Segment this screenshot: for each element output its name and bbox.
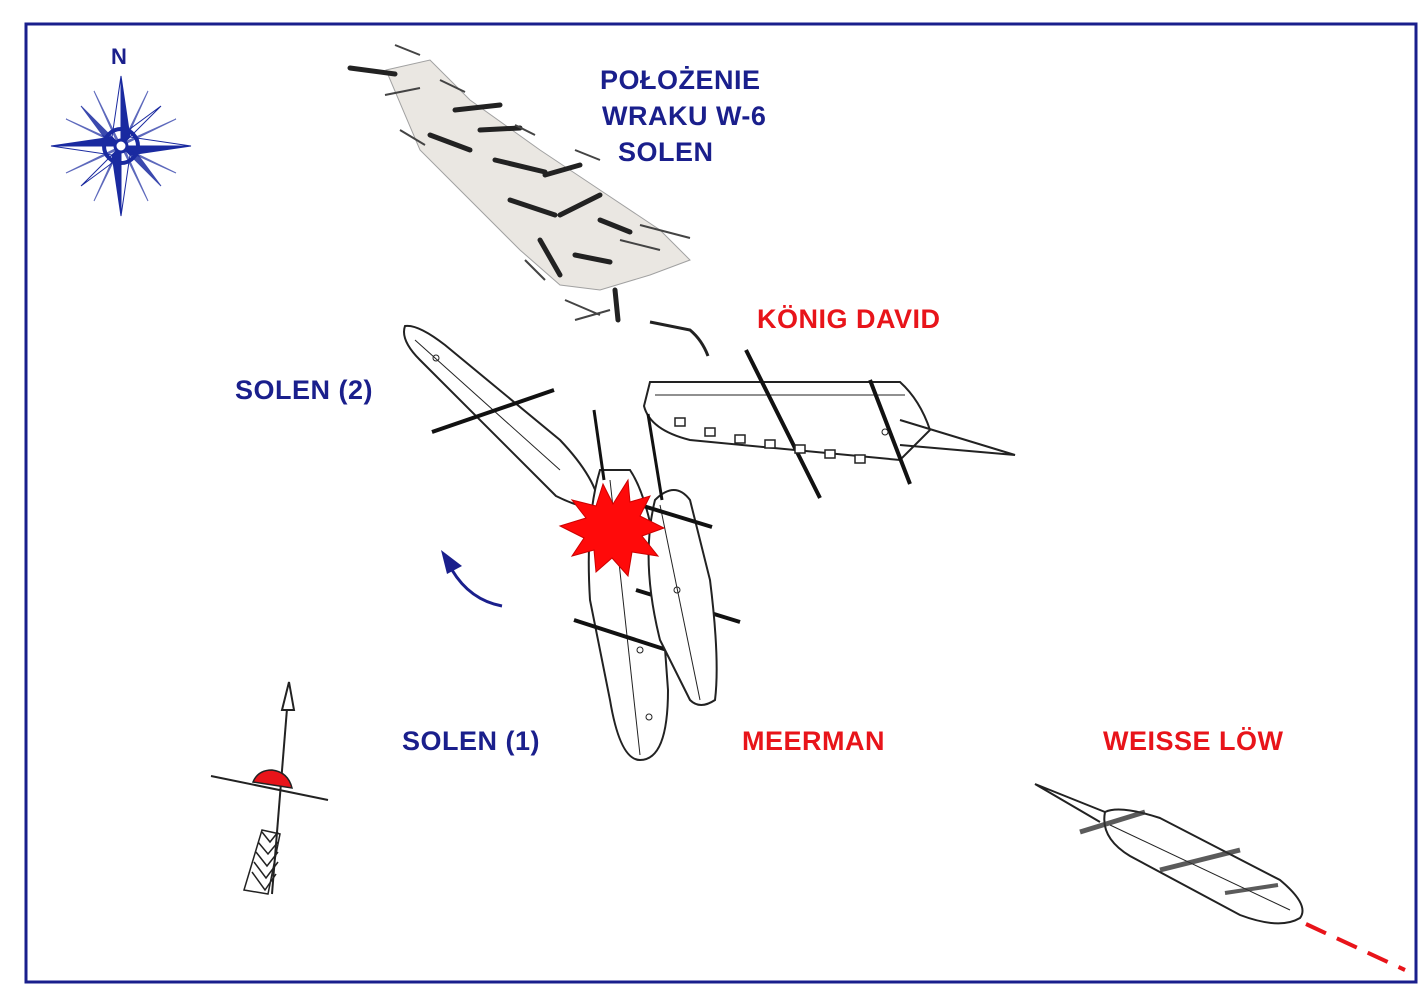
turn-arrow-icon	[441, 550, 503, 608]
ship-label-meerman: MEERMAN	[742, 726, 885, 756]
ship-label-konig-david: KÖNIG DAVID	[757, 304, 941, 334]
explosion-icon	[558, 478, 666, 578]
weisse-low-course-line	[1305, 922, 1406, 972]
wind-arrow-icon	[210, 681, 329, 895]
map-border	[24, 22, 1418, 984]
ship-label-solen-1: SOLEN (1)	[402, 726, 541, 756]
title-line-3: SOLEN	[618, 137, 714, 167]
ship-weisse-low	[1034, 783, 1304, 925]
ship-meerman	[639, 413, 718, 706]
title-line-1: POŁOŻENIE	[600, 65, 761, 95]
ship-label-solen-2: SOLEN (2)	[235, 375, 374, 405]
ship-konig-david	[642, 349, 1016, 499]
title-line-2: WRAKU W-6	[602, 101, 767, 131]
compass-rose-icon	[50, 75, 192, 217]
wreck-debris-icon	[347, 44, 710, 357]
wreck-position-title: POŁOŻENIE WRAKU W-6 SOLEN	[600, 62, 766, 170]
compass-north-label: N	[111, 44, 128, 69]
ship-solen-2	[403, 324, 602, 512]
ship-label-weisse-low: WEISSE LÖW	[1103, 726, 1284, 756]
